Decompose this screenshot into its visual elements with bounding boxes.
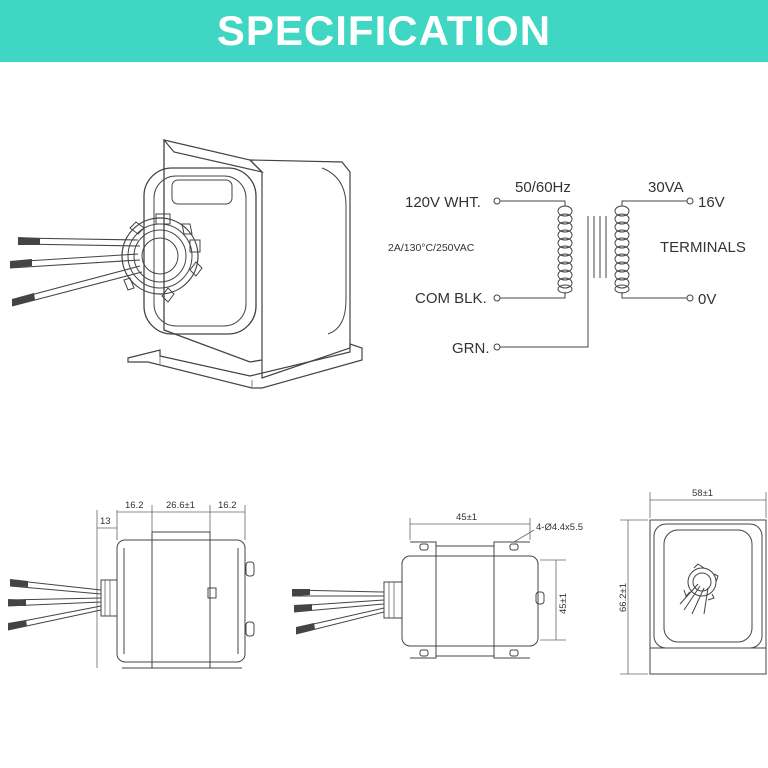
primary-hot-label: 120V WHT. xyxy=(405,194,481,211)
end-view: 58±1 66.2±1 xyxy=(618,488,767,675)
ground-label: GRN. xyxy=(452,340,490,357)
secondary-coil xyxy=(614,205,630,294)
power-label: 30VA xyxy=(648,179,684,196)
primary-common-terminal xyxy=(493,294,501,302)
front-right-dim: 16.2 xyxy=(218,500,237,511)
wire-grommet xyxy=(121,213,203,303)
front-view: 16.2 26.6±1 16.2 13 xyxy=(7,500,255,669)
transformer-illustration xyxy=(9,139,363,389)
secondary-low-terminal xyxy=(686,294,694,302)
lead-wires xyxy=(9,237,143,307)
primary-common-label: COM BLK. xyxy=(415,290,487,307)
side-height-dim: 45±1 xyxy=(558,593,569,614)
terminals-label: TERMINALS xyxy=(660,239,746,256)
end-width-dim: 58±1 xyxy=(692,488,713,499)
header-banner: SPECIFICATION xyxy=(0,0,768,62)
side-width-dim: 45±1 xyxy=(456,512,477,523)
frequency-label: 50/60Hz xyxy=(515,179,571,196)
end-height-dim: 66.2±1 xyxy=(618,583,629,612)
wiring-schematic: 120V WHT. 50/60Hz 30VA 16V 2A/130°C/250V… xyxy=(388,179,746,357)
front-hub-dim: 13 xyxy=(100,516,111,527)
ground-terminal xyxy=(493,343,501,351)
front-mid-dim: 26.6±1 xyxy=(166,500,195,511)
secondary-high-label: 16V xyxy=(698,194,725,211)
secondary-low-label: 0V xyxy=(698,291,716,308)
side-view: 45±1 4-Ø4.4x5.5 45±1 xyxy=(291,512,583,659)
primary-coil xyxy=(557,205,573,294)
side-holes-dim: 4-Ø4.4x5.5 xyxy=(536,522,583,533)
rating-label: 2A/130°C/250VAC xyxy=(388,242,475,254)
primary-hot-terminal xyxy=(493,197,501,205)
banner-title: SPECIFICATION xyxy=(216,7,552,54)
secondary-high-terminal xyxy=(686,197,694,205)
front-left-dim: 16.2 xyxy=(125,500,144,511)
